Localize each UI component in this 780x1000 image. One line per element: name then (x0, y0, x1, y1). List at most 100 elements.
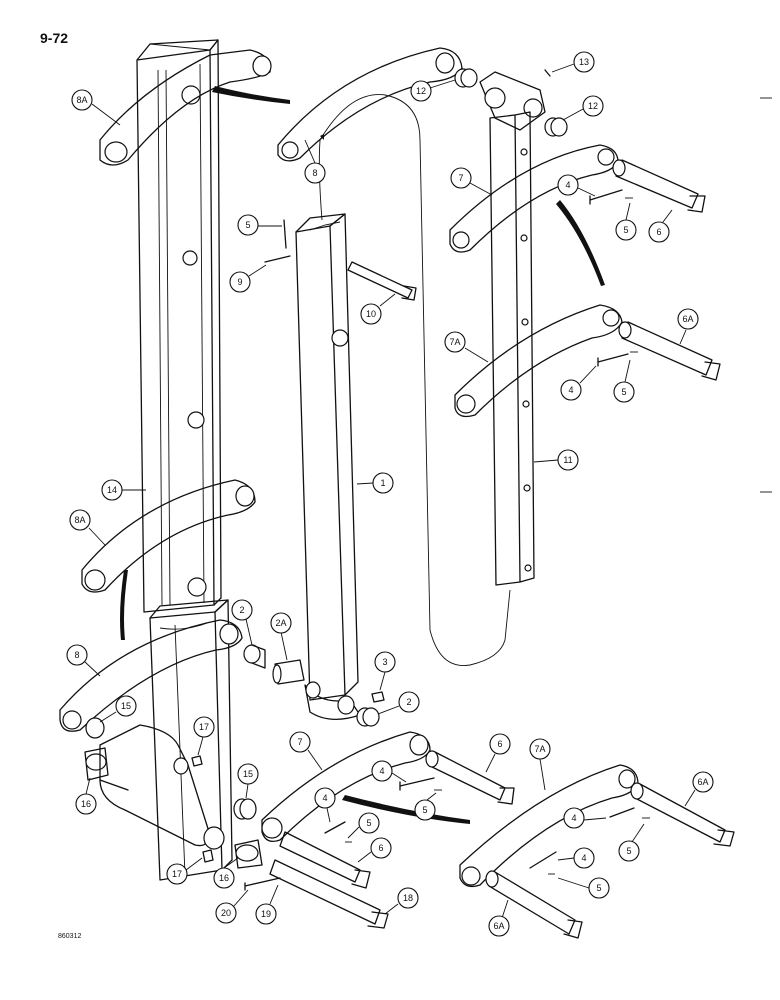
callout-6-top: 6 (648, 209, 673, 243)
svg-text:12: 12 (416, 86, 426, 96)
callout-8-low: 8 (66, 644, 101, 677)
callout-2a: 2A (270, 612, 292, 661)
svg-text:8A: 8A (76, 95, 87, 105)
svg-text:4: 4 (571, 813, 576, 823)
svg-text:16: 16 (219, 873, 229, 883)
callout-6a-mid: 6A (677, 308, 699, 345)
pin-18 (269, 859, 389, 929)
svg-text:4: 4 (581, 853, 586, 863)
svg-text:18: 18 (403, 893, 413, 903)
arm-7a-middle (454, 304, 623, 418)
callout-4-right2: 4 (557, 847, 595, 869)
callout-5-mid2: 5 (613, 359, 635, 403)
svg-text:5: 5 (621, 387, 626, 397)
lower-link (99, 724, 225, 850)
bushing-16-lower (234, 839, 263, 869)
svg-text:19: 19 (261, 909, 271, 919)
pin-6a-bottom (485, 870, 583, 939)
svg-text:6A: 6A (682, 314, 693, 324)
bushing-16-left (84, 747, 109, 781)
svg-text:4: 4 (322, 793, 327, 803)
hardware-bolts (264, 189, 650, 875)
svg-text:7: 7 (297, 737, 302, 747)
svg-text:16: 16 (81, 799, 91, 809)
callout-6-low: 6 (485, 733, 511, 773)
callout-19: 19 (255, 884, 279, 925)
callout-20: 20 (215, 889, 249, 924)
callout-15-left: 15 (99, 695, 137, 723)
assembly-arrows (120, 86, 605, 824)
callout-8a-low: 8A (69, 509, 106, 546)
callout-5-right2: 5 (557, 877, 610, 899)
grease-fitting-17-bot (202, 849, 214, 863)
callout-6-low2: 6 (357, 837, 392, 863)
callout-2-b: 2 (377, 691, 420, 715)
drawing-code: 860312 (58, 933, 82, 940)
bushing-15-mid (233, 798, 257, 820)
inner-mast-11 (489, 111, 535, 586)
callout-12-right: 12 (562, 95, 604, 121)
bushing-2a (272, 659, 305, 685)
page-number: 9-72 (40, 30, 69, 46)
callout-15-mid: 15 (237, 763, 259, 799)
routing-loop (318, 94, 511, 667)
svg-text:5: 5 (623, 225, 628, 235)
callout-7a-low: 7A (529, 738, 551, 791)
callout-7a-mid: 7A (444, 331, 489, 363)
pin-6-upper (612, 159, 706, 213)
bolt-20 (244, 877, 281, 891)
svg-text:17: 17 (199, 722, 209, 732)
svg-text:5: 5 (626, 846, 631, 856)
callout-17-top: 17 (193, 716, 215, 756)
svg-text:6A: 6A (493, 921, 504, 931)
svg-text:5: 5 (596, 883, 601, 893)
pin-6a-middle (618, 321, 721, 381)
callout-18: 18 (384, 887, 419, 915)
bushing-2-left (243, 644, 266, 669)
svg-text:7: 7 (458, 173, 463, 183)
arm-8-upper (277, 47, 463, 162)
svg-text:12: 12 (588, 101, 598, 111)
svg-text:8: 8 (74, 650, 79, 660)
bushing-12-right (544, 117, 568, 137)
grease-fitting-3 (371, 691, 385, 703)
callout-5-top: 5 (615, 202, 637, 241)
callout-4-low2: 4 (314, 787, 336, 823)
bushing-15-left (85, 717, 105, 739)
bushing-12-left (454, 68, 478, 88)
arm-7-lower (261, 731, 431, 843)
callout-9: 9 (229, 264, 267, 293)
callout-8a-top: 8A (71, 89, 121, 126)
callout-12-left: 12 (410, 79, 456, 102)
svg-text:7A: 7A (534, 744, 545, 754)
pin-6a-right (630, 782, 735, 847)
svg-text:6: 6 (656, 227, 661, 237)
svg-text:11: 11 (563, 455, 572, 465)
svg-text:2: 2 (239, 605, 244, 615)
callout-5-low: 5 (414, 792, 437, 821)
callout-16-left: 16 (75, 777, 97, 815)
svg-text:8A: 8A (74, 515, 85, 525)
arm-8a-lower (81, 479, 256, 593)
svg-text:15: 15 (243, 769, 253, 779)
svg-text:2A: 2A (275, 618, 286, 628)
margin-marks (760, 97, 772, 493)
callout-5-right: 5 (618, 823, 645, 862)
callout-6a-right: 6A (684, 771, 714, 807)
svg-text:13: 13 (579, 57, 589, 67)
callout-4-mid: 4 (560, 365, 597, 401)
bushing-2-right (356, 707, 380, 727)
callout-5-low2: 5 (347, 812, 380, 839)
arm-8-lower (59, 619, 243, 732)
callout-13: 13 (551, 51, 595, 73)
arm-7-upper (449, 144, 619, 253)
pin-6-lower (279, 831, 371, 889)
svg-text:14: 14 (107, 485, 117, 495)
callout-10: 10 (360, 293, 396, 325)
callout-7-top: 7 (450, 167, 493, 196)
pin-10 (347, 261, 417, 301)
inner-mast-1 (295, 213, 361, 720)
svg-text:1: 1 (380, 478, 385, 488)
svg-text:6A: 6A (697, 777, 708, 787)
